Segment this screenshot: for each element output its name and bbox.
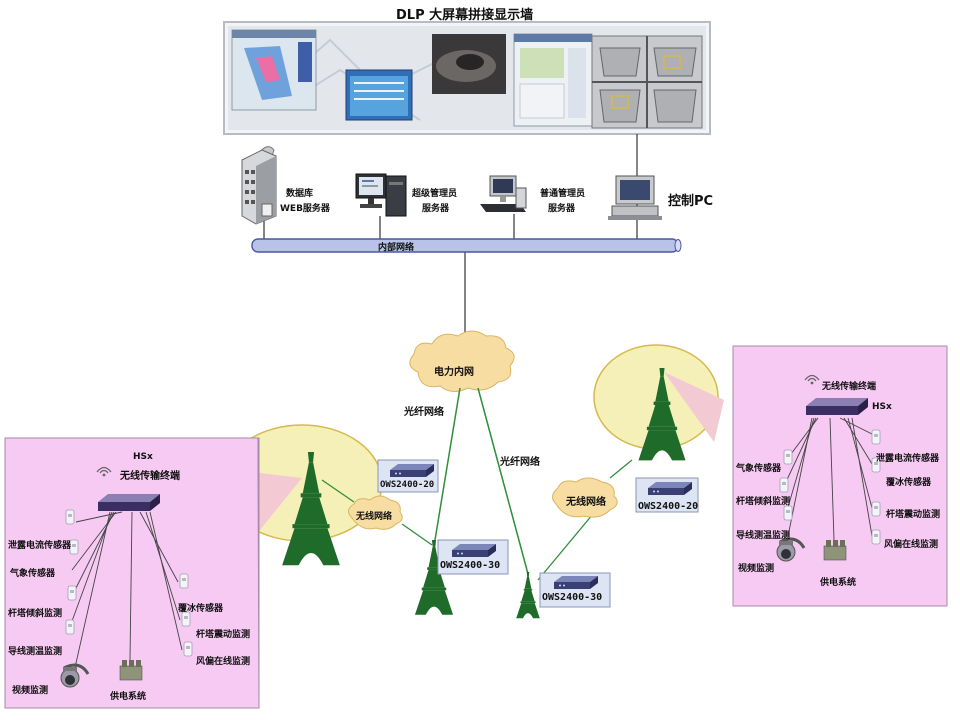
wireless-network-left-label: 无线网络 — [356, 512, 393, 522]
database-server-label-2: WEB服务器 — [280, 204, 330, 214]
super-admin-server-label-2: 服务器 — [422, 204, 450, 214]
left-sensor-tower-vibration-label: 杆塔震动监测 — [196, 630, 251, 640]
left-terminal-label: 无线传输终端 — [120, 471, 180, 482]
ows-right-tower-label: OWS2400-30 — [542, 592, 603, 603]
right-power-box-icon — [823, 539, 847, 561]
control-pc-label: 控制PC — [668, 194, 714, 209]
right-site-wiring — [783, 417, 873, 547]
internal-network-label: 内部网络 — [378, 243, 415, 253]
right-sensor-tower-vibration-label: 杆塔震动监测 — [886, 510, 941, 520]
left-sensor-tower-tilt-label: 杆塔倾斜监测 — [8, 609, 63, 619]
right-wireless-zone — [593, 344, 724, 450]
right-site-panel — [732, 345, 948, 607]
ows-right-small-label: OWS2400-20 — [638, 501, 699, 512]
left-terminal-device — [98, 494, 160, 511]
control-pc-icon — [608, 175, 662, 220]
ows-left-tower-label: OWS2400-30 — [440, 560, 501, 571]
normal-admin-server-label-2: 服务器 — [548, 204, 576, 214]
fiber-network-left-label: 光纤网络 — [404, 407, 444, 418]
ows-left-small-label: OWS2400-20 — [380, 480, 435, 490]
fiber-network-right-label: 光纤网络 — [500, 457, 540, 468]
ows-right-small-device — [635, 477, 699, 513]
right-terminal-label: 无线传输终端 — [822, 382, 877, 392]
left-sensor-video-label: 视频监测 — [12, 686, 49, 696]
power-intranet-cloud — [409, 330, 515, 392]
right-hsx-label: HSx — [872, 402, 892, 412]
wireless-links — [321, 459, 633, 581]
left-sensor-power-label: 供电系统 — [110, 692, 147, 702]
dlp-display-wall — [223, 21, 711, 135]
ows-left-tower-device — [437, 539, 509, 575]
right-sensor-tower-tilt-label: 杆塔倾斜监测 — [736, 497, 791, 507]
left-sensor-leakage-label: 泄露电流传感器 — [8, 541, 72, 551]
super-admin-server-label-1: 超级管理员 — [412, 189, 458, 199]
normal-admin-server-label-1: 普通管理员 — [540, 189, 586, 199]
right-terminal-device — [806, 398, 868, 415]
ows-right-tower-device — [539, 572, 611, 608]
fiber-lines — [434, 387, 529, 575]
right-sensor-wire-temp-label: 导线测温监测 — [736, 531, 791, 541]
right-sensor-ice-label: 覆冰传感器 — [886, 478, 932, 488]
left-hsx-label: HSx — [133, 452, 153, 462]
left-sensor-wire-temp-label: 导线测温监测 — [8, 647, 63, 657]
left-sensor-weather-label: 气象传感器 — [10, 569, 56, 579]
right-sensor-leakage-label: 泄露电流传感器 — [876, 454, 940, 464]
right-sensor-wind-swing-label: 风偏在线监测 — [884, 540, 939, 550]
right-wireless-cloud — [552, 477, 618, 518]
left-power-box-icon — [119, 659, 143, 681]
super-admin-server-icon — [355, 173, 407, 217]
normal-admin-server-icon — [480, 175, 527, 212]
right-sensor-power-label: 供电系统 — [820, 578, 857, 588]
right-small-tower — [516, 568, 540, 619]
internal-network-bus — [251, 238, 682, 253]
right-sensor-video-label: 视频监测 — [738, 564, 775, 574]
display-wall-title: DLP 大屏幕拼接显示墙 — [396, 8, 534, 23]
power-intranet-label: 电力内网 — [434, 367, 474, 378]
left-wireless-cloud — [348, 495, 403, 530]
left-sensor-wind-swing-label: 风偏在线监测 — [196, 657, 251, 667]
left-site-wiring — [67, 511, 183, 673]
database-server-label-1: 数据库 — [286, 189, 314, 199]
database-server-icon — [241, 146, 277, 225]
ows-left-small-device — [377, 459, 439, 493]
left-sensor-ice-label: 覆冰传感器 — [178, 604, 224, 614]
wireless-network-right-label: 无线网络 — [566, 497, 606, 508]
right-sensor-weather-label: 气象传感器 — [736, 464, 782, 474]
